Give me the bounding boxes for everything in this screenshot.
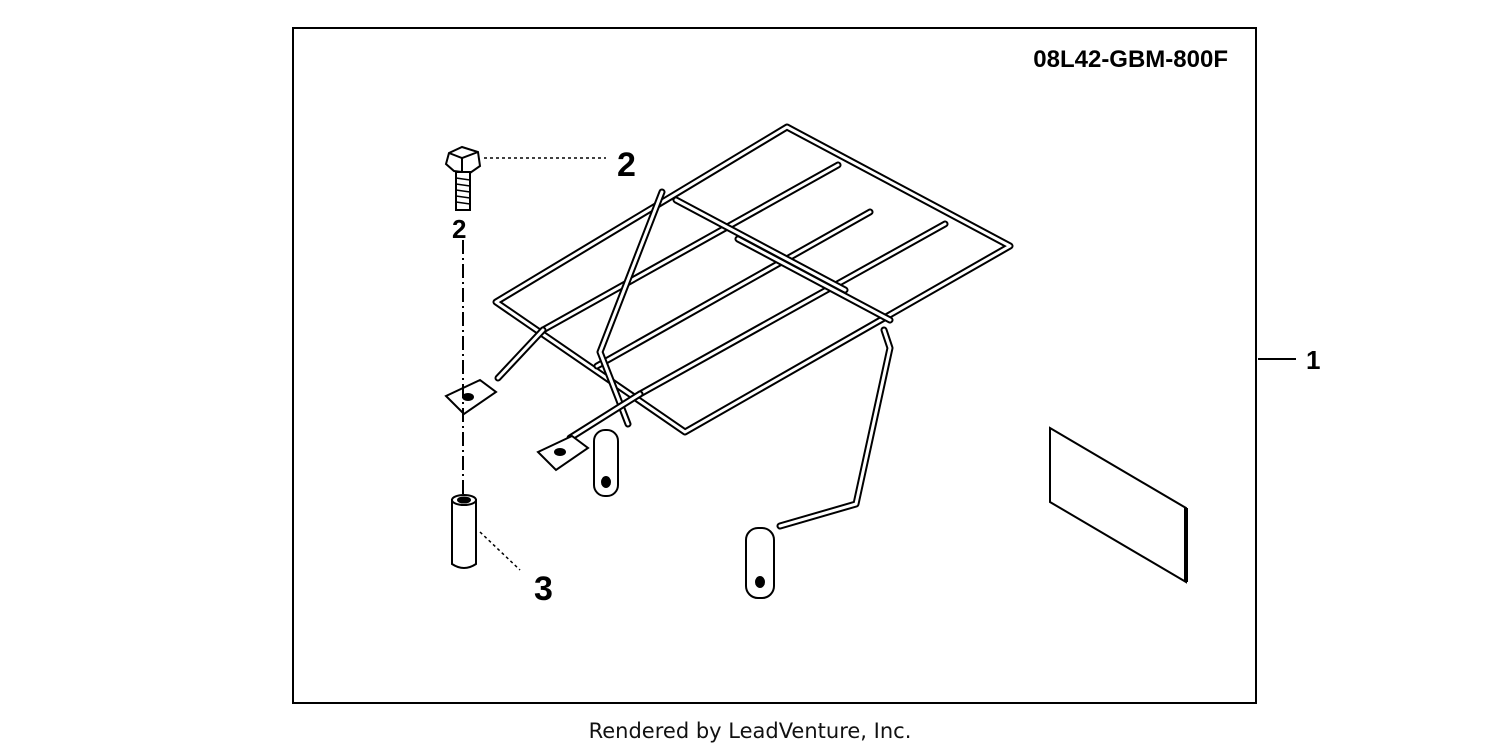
callout-bolt-secondary: 2 (452, 214, 466, 244)
mount-plates (444, 378, 775, 599)
instruction-sheet (1049, 426, 1188, 584)
left-leg-bracket (593, 429, 619, 497)
callout-collar: 3 (534, 570, 553, 608)
collar (451, 494, 477, 569)
part-code: 08L42-GBM-800F (1033, 46, 1228, 73)
flange-bolt (444, 145, 482, 211)
footer-credit: Rendered by LeadVenture, Inc. (589, 719, 912, 743)
rear-carrier-rack (492, 123, 1014, 530)
diagram-frame (292, 27, 1257, 704)
callout-bolt: 2 (617, 146, 636, 184)
callout-kit: 1 (1306, 345, 1320, 375)
right-leg-bracket (745, 527, 775, 599)
